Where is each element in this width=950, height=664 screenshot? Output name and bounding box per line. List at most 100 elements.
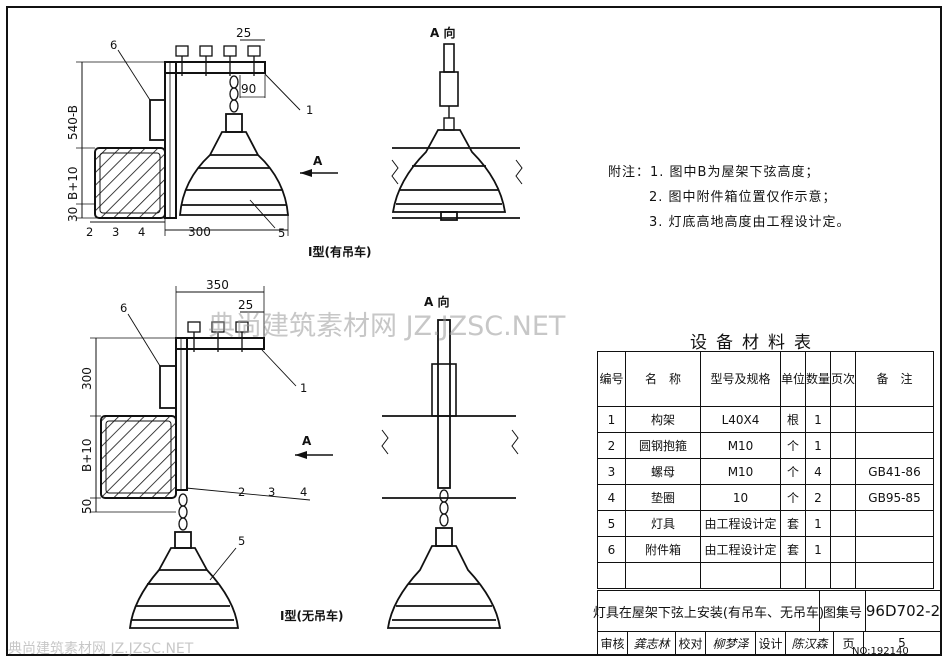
cell-remark bbox=[855, 536, 934, 563]
cell-no: 4 bbox=[597, 484, 626, 511]
cell-spec: 10 bbox=[700, 484, 781, 511]
dim-90: 90 bbox=[241, 82, 256, 96]
cell-qty: 1 bbox=[805, 432, 831, 459]
view-with-crane bbox=[76, 39, 338, 236]
cell-page bbox=[830, 484, 856, 511]
lamp-fixture-4 bbox=[386, 527, 502, 629]
callout-4-v3: 4 bbox=[300, 485, 307, 499]
note-3: 3. 灯底高地高度由工程设计定。 bbox=[649, 215, 851, 230]
cell-qty bbox=[805, 562, 831, 589]
cell-spec bbox=[700, 562, 781, 589]
header-unit: 单位 bbox=[780, 351, 806, 407]
cell-no bbox=[597, 562, 626, 589]
cell-spec: 由工程设计定 bbox=[700, 536, 781, 563]
table-title: 设备材料表 bbox=[690, 333, 820, 353]
callout-1-v3: 1 bbox=[300, 381, 307, 395]
header-qty: 数量 bbox=[805, 351, 831, 407]
page-label: 页 bbox=[834, 632, 864, 654]
cell-page bbox=[830, 510, 856, 537]
callout-4-v1: 4 bbox=[138, 225, 145, 239]
cell-page bbox=[830, 562, 856, 589]
watermark-center: 典尚建筑素材网 JZ.JZSC.NET bbox=[208, 311, 566, 342]
cell-no: 5 bbox=[597, 510, 626, 537]
cell-page bbox=[830, 536, 856, 563]
design-label: 设计 bbox=[756, 632, 786, 654]
dim-30-v1: 30 bbox=[66, 207, 80, 222]
header-remark: 备 注 bbox=[855, 351, 934, 407]
callout-6-v1: 6 bbox=[110, 38, 117, 52]
cell-spec: L40X4 bbox=[700, 406, 781, 433]
view4-title: A 向 bbox=[424, 294, 449, 309]
sheet-border bbox=[6, 6, 942, 656]
atlas-label: 图集号 bbox=[820, 591, 866, 631]
cell-page bbox=[830, 406, 856, 433]
cell-unit: 根 bbox=[780, 406, 806, 433]
cell-name: 构架 bbox=[625, 406, 701, 433]
dim-25-v1: 25 bbox=[236, 26, 251, 40]
view3-caption: I型(无吊车) bbox=[280, 608, 343, 623]
title-block-main: 灯具在屋架下弦上安装(有吊车、无吊车) 图集号 96D702-2 bbox=[593, 590, 941, 632]
cell-remark bbox=[855, 406, 934, 433]
roof-beam-chord bbox=[94, 147, 166, 219]
serial-number: NO:192140 bbox=[852, 646, 909, 657]
dim-300-v3: 300 bbox=[80, 367, 94, 390]
check-label: 校对 bbox=[676, 632, 706, 654]
cell-qty: 4 bbox=[805, 458, 831, 485]
reviewer-name: 龚志林 bbox=[628, 632, 676, 654]
lamp-chain bbox=[229, 75, 239, 113]
cell-name: 垫圈 bbox=[625, 484, 701, 511]
cell-remark bbox=[855, 510, 934, 537]
top-bolts bbox=[175, 45, 261, 76]
cell-no: 3 bbox=[597, 458, 626, 485]
note-1: 附注：1. 图中B为屋架下弦高度； bbox=[608, 165, 820, 180]
callout-2-v1: 2 bbox=[86, 225, 93, 239]
arrow-label-v3: A bbox=[302, 434, 312, 448]
cell-remark: GB41-86 bbox=[855, 458, 934, 485]
dim-b10-v1: B+10 bbox=[66, 166, 80, 200]
header-no: 编号 bbox=[597, 351, 626, 407]
watermark-bottom: 典尚建筑素材网 JZ.JZSC.NET bbox=[8, 641, 194, 657]
cell-name bbox=[625, 562, 701, 589]
note-2: 2. 图中附件箱位置仅作示意； bbox=[649, 190, 837, 205]
view3-labels: 350 25 300 B+10 50 6 1 2 3 4 5 A I型(无吊车) bbox=[80, 278, 343, 623]
cell-remark: GB95-85 bbox=[855, 484, 934, 511]
review-label: 审核 bbox=[598, 632, 628, 654]
steel-frame-member bbox=[164, 61, 177, 219]
cell-unit: 个 bbox=[780, 432, 806, 459]
cell-qty: 1 bbox=[805, 406, 831, 433]
accessory-box-2 bbox=[159, 365, 177, 409]
dim-350: 350 bbox=[206, 278, 229, 292]
title-block-signatures: 审核 龚志林 校对 柳梦泽 设计 陈汉森 页 5 bbox=[597, 631, 941, 655]
cell-unit bbox=[780, 562, 806, 589]
cell-page bbox=[830, 458, 856, 485]
drawing-title: 灯具在屋架下弦上安装(有吊车、无吊车) bbox=[593, 591, 824, 631]
roof-beam-chord-2 bbox=[100, 415, 177, 499]
callout-5-v3: 5 bbox=[238, 534, 245, 548]
cell-qty: 1 bbox=[805, 536, 831, 563]
cell-remark bbox=[855, 562, 934, 589]
cell-spec: 由工程设计定 bbox=[700, 510, 781, 537]
cell-name: 圆钢抱箍 bbox=[625, 432, 701, 459]
arrow-label-v1: A bbox=[313, 154, 323, 168]
cell-unit: 套 bbox=[780, 510, 806, 537]
table-header-row: 编号 名 称 型号及规格 单位 数量 页次 备 注 bbox=[597, 351, 934, 407]
cell-no: 2 bbox=[597, 432, 626, 459]
page-number: 5 bbox=[898, 636, 906, 650]
callout-2-v3: 2 bbox=[238, 485, 245, 499]
callout-6-v3: 6 bbox=[120, 301, 127, 315]
lamp-fixture-a-view bbox=[391, 129, 507, 221]
view2-title: A 向 bbox=[430, 25, 455, 40]
view1-caption: I型(有吊车) bbox=[308, 244, 371, 259]
cell-qty: 1 bbox=[805, 510, 831, 537]
cell-qty: 2 bbox=[805, 484, 831, 511]
top-bolts-2 bbox=[187, 321, 249, 352]
table-row bbox=[597, 562, 934, 589]
lamp-fixture bbox=[179, 113, 289, 216]
cell-no: 6 bbox=[597, 536, 626, 563]
cell-spec: M10 bbox=[700, 432, 781, 459]
